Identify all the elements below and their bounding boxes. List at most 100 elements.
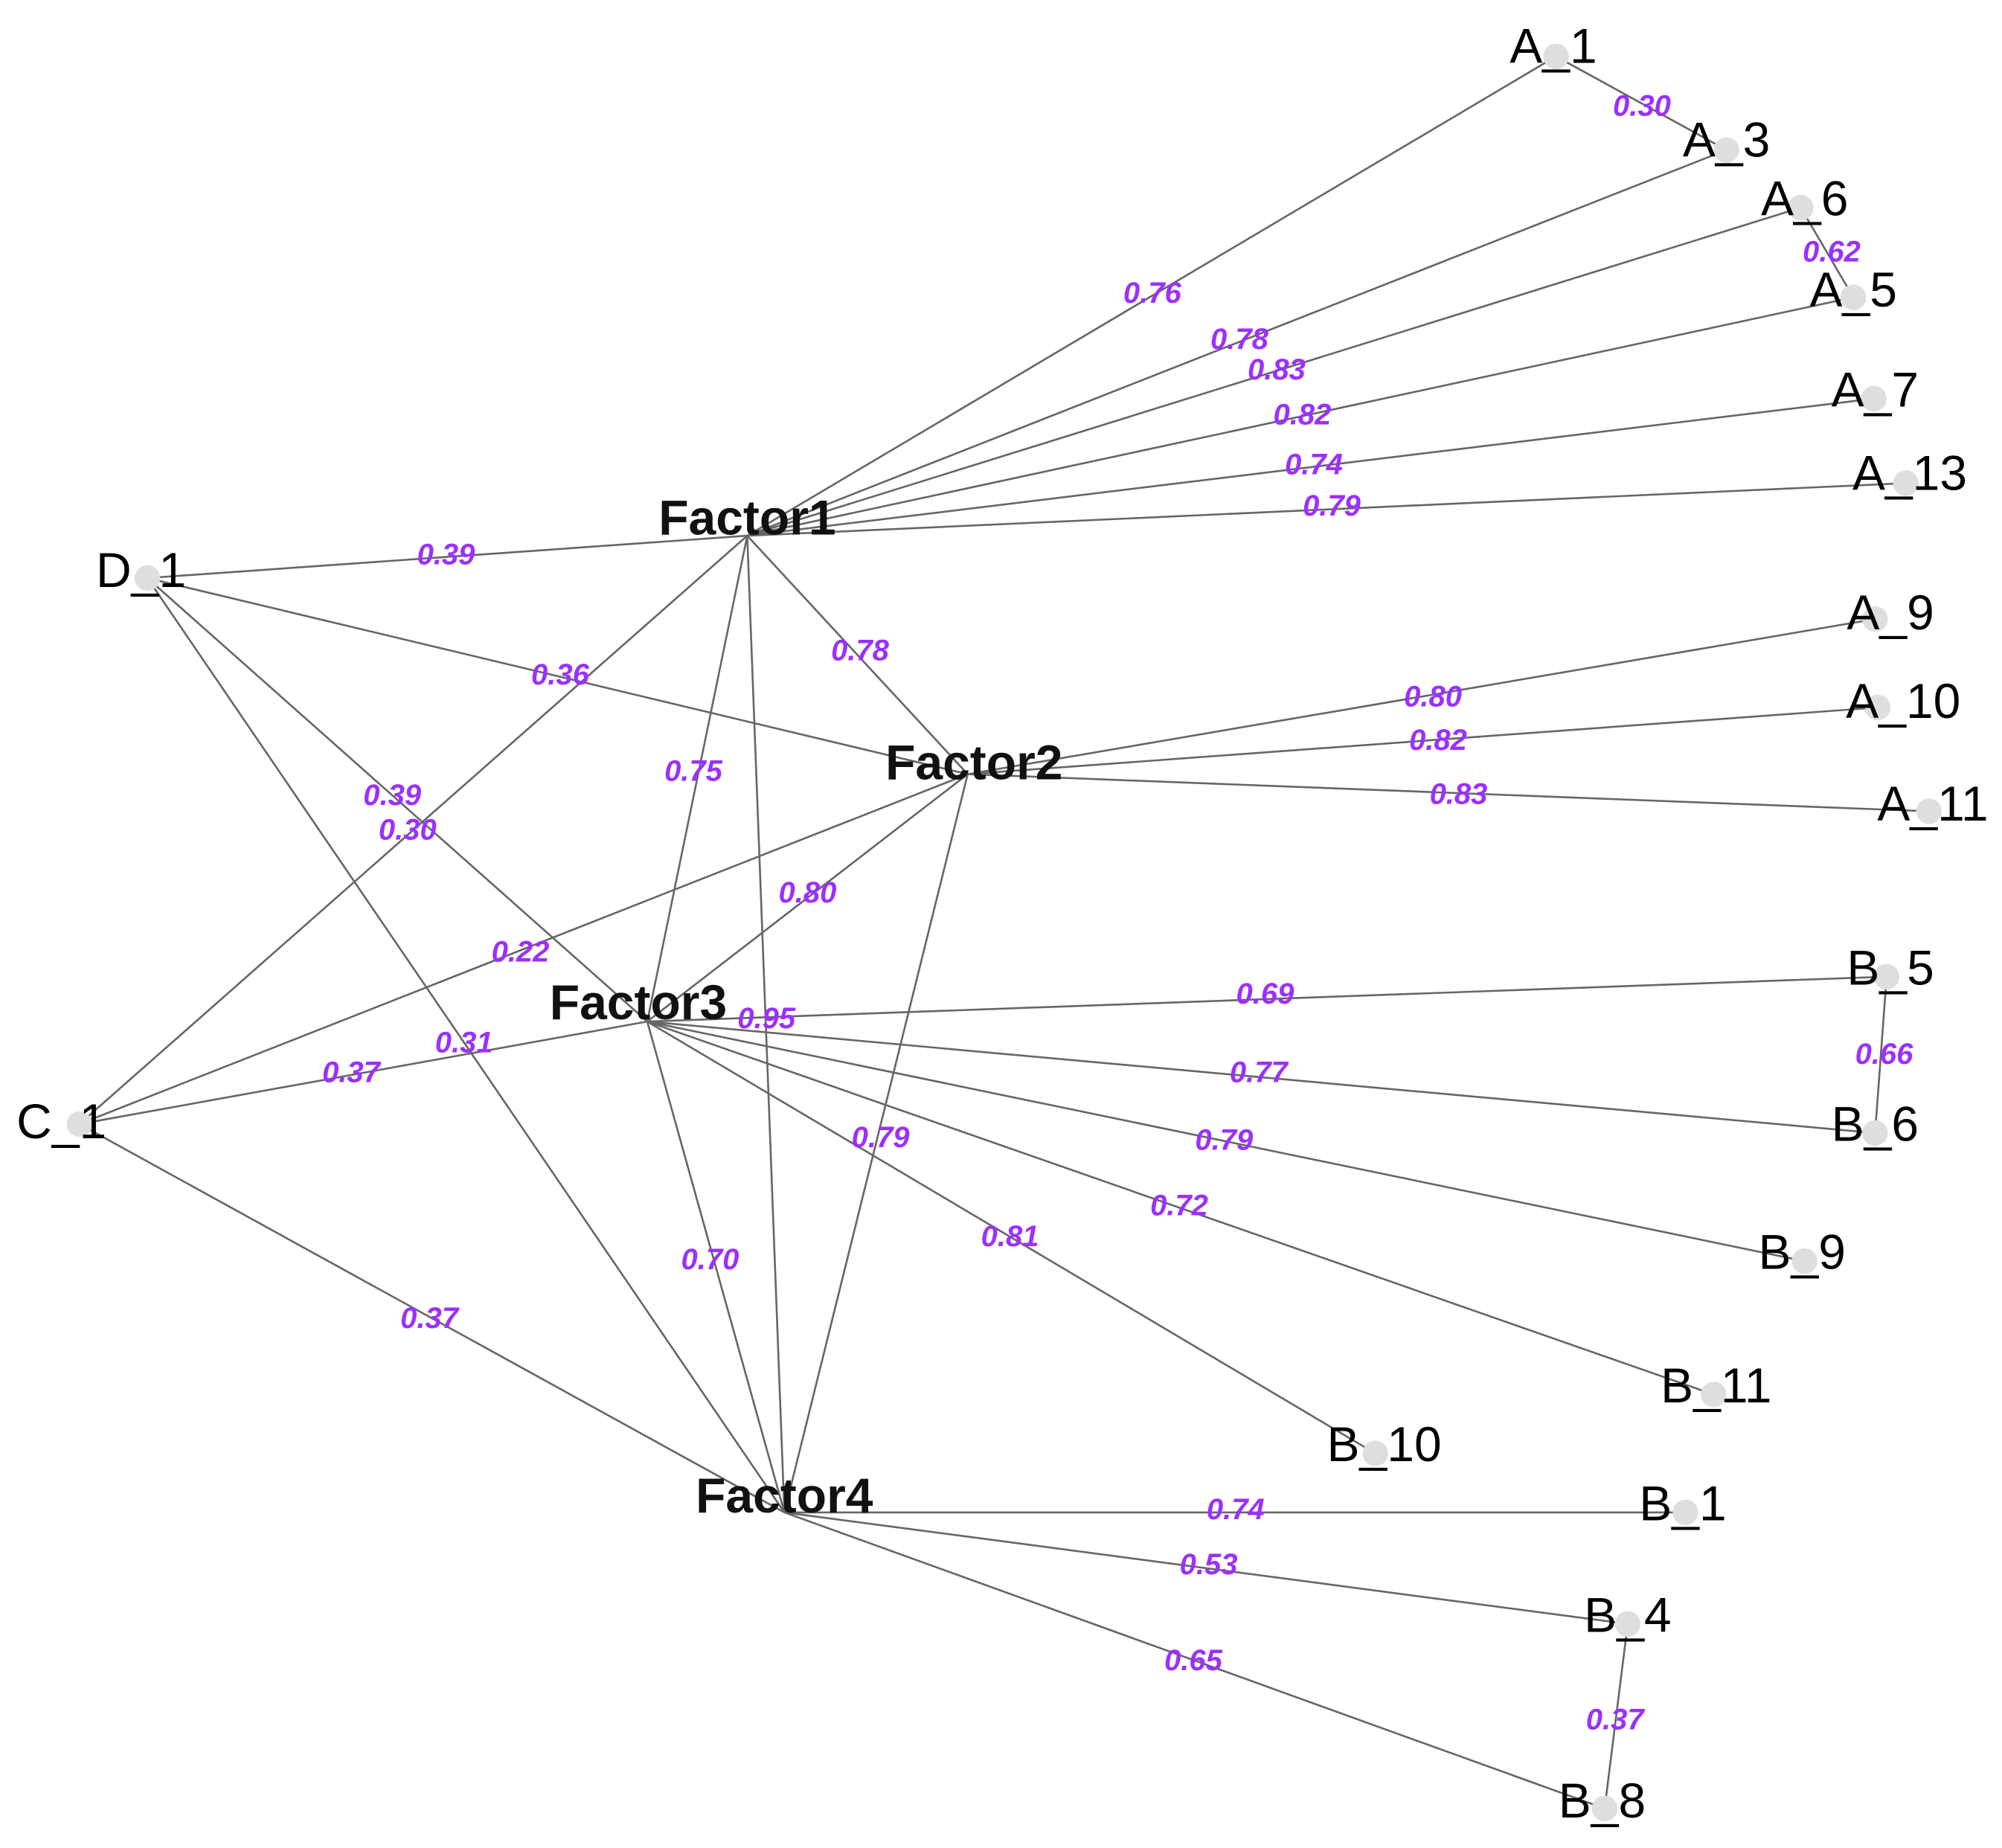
node-dot-A_7 — [1861, 385, 1887, 411]
edge-B_5-B_6 — [1874, 976, 1888, 1133]
edge-label-B_5-B_6: 0.66 — [1855, 1038, 1914, 1071]
edge-label-C_1-Factor4: 0.37 — [400, 1302, 460, 1335]
node-label-A_10: A_10 — [1846, 673, 1960, 728]
node-Factor4: Factor4 — [696, 1468, 873, 1523]
node-dot-A_13 — [1893, 470, 1919, 496]
edge-Factor2-A_11 — [967, 773, 1929, 812]
edge-Factor1-A_13 — [747, 482, 1906, 537]
edge-label-D_1-Factor4: 0.31 — [435, 1027, 493, 1059]
node-Factor2: Factor2 — [885, 735, 1062, 790]
edge-Factor1-Factor3 — [646, 535, 748, 1022]
node-label-A_1: A_1 — [1509, 19, 1597, 74]
node-dot-A_5 — [1841, 284, 1867, 310]
node-label-A_9: A_9 — [1847, 585, 1934, 640]
edge-label-Factor2-Factor3: 0.80 — [778, 876, 836, 909]
edge-Factor4-B_4 — [784, 1511, 1629, 1626]
edge-Factor1-A_1 — [746, 55, 1557, 537]
edge-label-Factor1-A_1: 0.76 — [1123, 277, 1182, 309]
node-Factor1: Factor1 — [658, 490, 835, 545]
node-dot-A_9 — [1862, 606, 1888, 632]
edge-Factor3-B_5 — [647, 975, 1887, 1023]
node-label-A_5: A_5 — [1809, 262, 1896, 317]
edge-label-A_1-A_3: 0.30 — [1613, 89, 1671, 122]
edge-label-Factor4-B_4: 0.53 — [1180, 1548, 1238, 1581]
node-label-Factor4: Factor4 — [696, 1468, 873, 1523]
node-A_5: A_5 — [1809, 262, 1896, 317]
node-B_10: B_10 — [1327, 1417, 1442, 1472]
edge-label-Factor1-A_5: 0.82 — [1273, 398, 1331, 431]
node-A_1: A_1 — [1509, 19, 1597, 74]
edge-label-Factor4-B_1: 0.74 — [1207, 1493, 1265, 1526]
node-B_1: B_1 — [1639, 1475, 1726, 1530]
edge-labels-layer: 0.76 0.78 0.83 0.82 0.74 0.79 0.30 0.62 0.39 0.36… — [322, 89, 1913, 1736]
edge-D_1-Factor2 — [147, 577, 969, 775]
edge-label-Factor1-A_3: 0.78 — [1210, 323, 1269, 356]
edge-label-Factor1-A_7: 0.74 — [1285, 449, 1343, 481]
edge-A_1-A_3 — [1555, 55, 1727, 151]
edge-label-Factor1-C_1: 0.30 — [379, 814, 437, 847]
node-dot-A_6 — [1788, 194, 1814, 221]
node-label-B_1: B_1 — [1639, 1475, 1726, 1530]
edge-label-A_6-A_5: 0.62 — [1803, 236, 1861, 269]
node-Factor3: Factor3 — [550, 975, 727, 1030]
node-dot-B_4 — [1614, 1611, 1641, 1637]
node-B_11: B_11 — [1661, 1358, 1771, 1413]
edge-Factor3-B_11 — [647, 1020, 1714, 1396]
node-label-A_11: A_11 — [1877, 776, 1988, 831]
edge-label-Factor1-Factor4: 0.95 — [737, 1002, 796, 1035]
node-dot-B_9 — [1791, 1248, 1817, 1274]
node-dot-A_3 — [1713, 137, 1739, 163]
node-label-A_3: A_3 — [1683, 112, 1770, 167]
edge-label-Factor4-B_8: 0.65 — [1164, 1644, 1223, 1677]
edge-Factor3-B_9 — [647, 1020, 1805, 1263]
node-B_8: B_8 — [1559, 1773, 1646, 1828]
edge-C_1-Factor4 — [79, 1123, 785, 1514]
node-label-D_1: D_1 — [96, 542, 186, 597]
edge-Factor2-Factor3 — [647, 773, 969, 1023]
node-A_3: A_3 — [1683, 112, 1770, 167]
edge-Factor3-C_1 — [79, 1020, 648, 1126]
edge-label-Factor3-B_5: 0.69 — [1236, 978, 1294, 1010]
node-label-A_13: A_13 — [1852, 445, 1967, 500]
edge-label-Factor2-Factor4: 0.79 — [852, 1121, 911, 1154]
edge-Factor1-Factor2 — [746, 535, 969, 775]
edge-Factor1-A_3 — [746, 149, 1727, 537]
node-B_4: B_4 — [1584, 1587, 1671, 1642]
node-A_9: A_9 — [1847, 585, 1934, 640]
edge-D_1-Factor3 — [147, 577, 648, 1023]
node-C_1: C_1 — [16, 1094, 106, 1149]
node-dot-B_11 — [1701, 1382, 1727, 1408]
node-dot-B_5 — [1873, 963, 1900, 990]
node-dot-B_6 — [1862, 1120, 1888, 1146]
node-label-A_7: A_7 — [1832, 362, 1919, 417]
node-A_7: A_7 — [1832, 362, 1919, 417]
edges-layer — [78, 55, 1929, 1810]
edge-label-Factor1-A_13: 0.79 — [1303, 490, 1361, 522]
edge-label-Factor1-Factor2: 0.78 — [831, 634, 890, 667]
edge-label-Factor3-B_6: 0.77 — [1230, 1056, 1289, 1088]
edge-Factor1-A_6 — [747, 206, 1801, 537]
node-A_11: A_11 — [1877, 776, 1988, 831]
node-dot-A_1 — [1543, 43, 1569, 69]
edge-label-D_1-Factor1: 0.39 — [417, 538, 476, 571]
edge-Factor4-B_8 — [783, 1511, 1605, 1810]
node-B_5: B_5 — [1847, 940, 1934, 995]
edge-label-Factor1-Factor3: 0.75 — [664, 754, 723, 787]
edge-label-Factor3-Factor4: 0.70 — [681, 1243, 739, 1276]
node-label-B_4: B_4 — [1584, 1587, 1671, 1642]
edge-Factor3-Factor4 — [646, 1021, 786, 1513]
node-dot-C_1 — [66, 1111, 93, 1138]
node-A_6: A_6 — [1761, 171, 1848, 226]
edge-label-D_1-Factor3: 0.39 — [363, 779, 422, 812]
edge-Factor1-C_1 — [78, 535, 748, 1125]
node-label-C_1: C_1 — [16, 1094, 106, 1149]
edge-label-D_1-Factor2: 0.36 — [531, 658, 590, 691]
edge-Factor1-Factor4 — [746, 536, 786, 1512]
node-A_10: A_10 — [1846, 673, 1960, 728]
edge-Factor2-A_9 — [967, 617, 1876, 775]
node-label-Factor1: Factor1 — [658, 490, 835, 545]
edge-label-Factor3-B_11: 0.72 — [1150, 1189, 1208, 1222]
edge-label-Factor2-C_1: 0.22 — [492, 935, 550, 968]
edge-label-Factor2-A_11: 0.83 — [1430, 777, 1488, 810]
